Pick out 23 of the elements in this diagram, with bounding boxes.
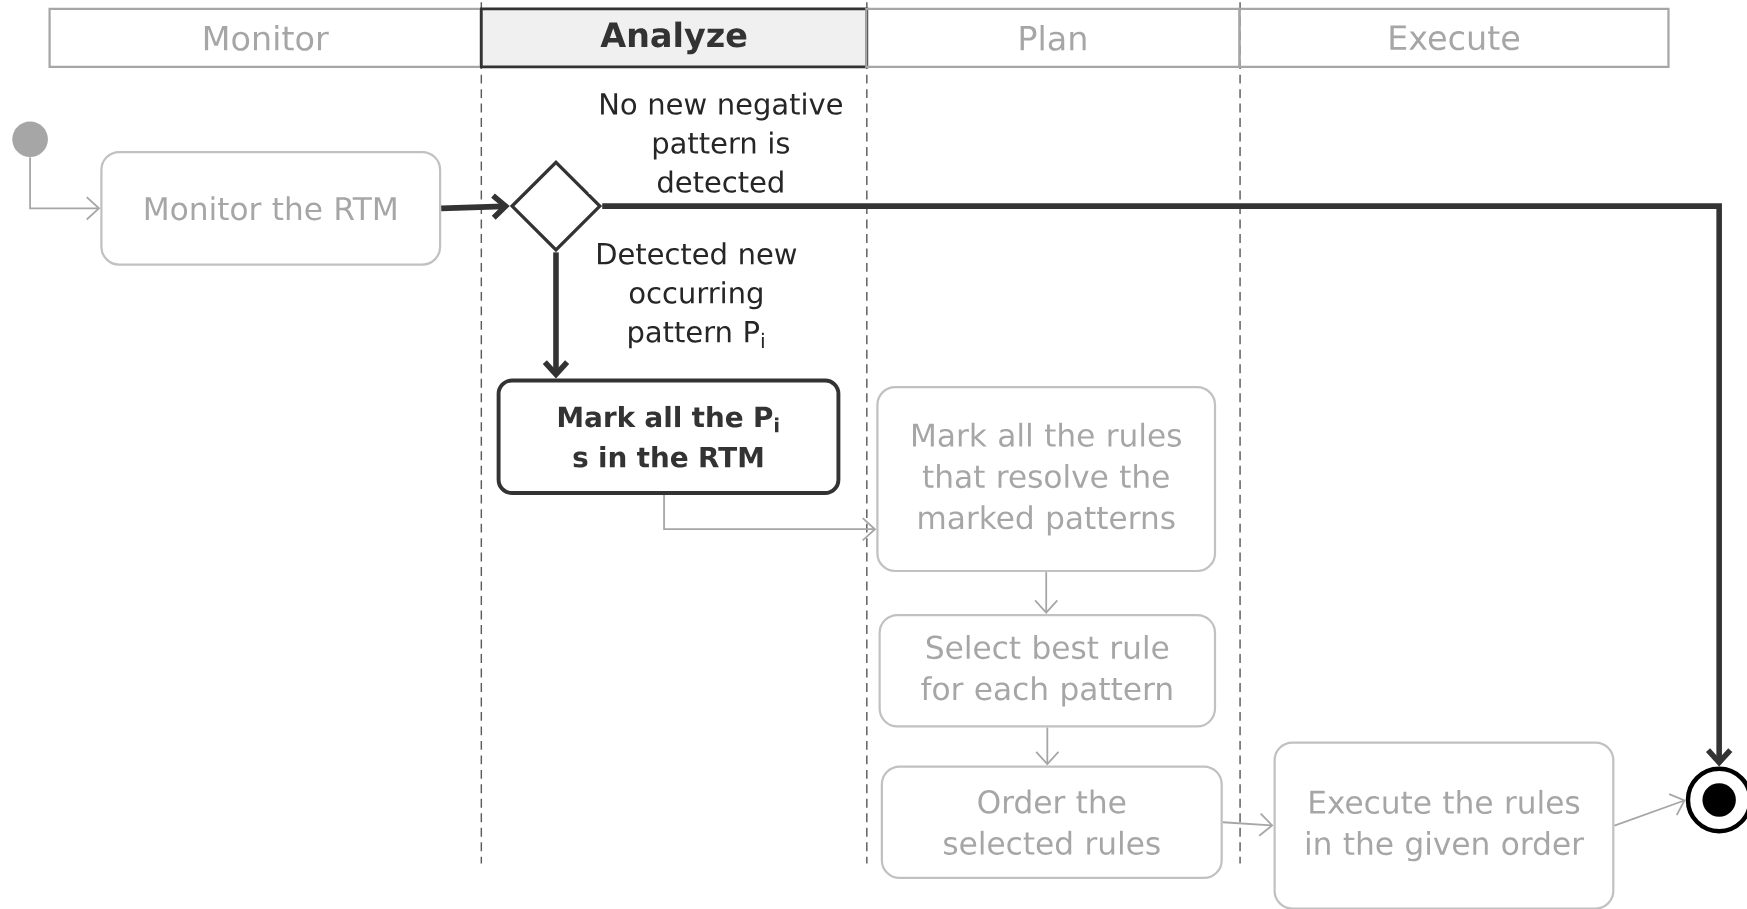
arrow (29, 156, 101, 221)
activity-box: Order the selected rules (880, 765, 1223, 879)
activity-box: Monitor the RTM (100, 150, 442, 266)
arrow (663, 494, 877, 542)
activity-box: Execute the rules in the given order (1273, 741, 1615, 909)
arrow (1034, 571, 1059, 614)
edge-label: No new negative pattern is detected (588, 91, 853, 194)
activity-box: Mark all the rules that resolve the marked patterns (876, 386, 1217, 573)
start-circle (12, 121, 48, 158)
lane-header: Analyze (479, 7, 869, 69)
activity-box: Mark all the P$_{i}$ s in the RTM (496, 378, 841, 495)
arrow (1221, 812, 1274, 837)
lane-header: Monitor (48, 7, 482, 68)
edge-label: Detected new occurring pattern P$_{i}$ (567, 241, 826, 350)
arrow (542, 252, 570, 379)
end-circle (1685, 766, 1747, 834)
activity-box: Select best rule for each pattern (878, 613, 1217, 728)
lane-header: Execute (1238, 7, 1670, 68)
arrow (602, 203, 1733, 767)
arrow (1613, 793, 1686, 827)
arrow (441, 193, 510, 220)
arrow (1035, 726, 1060, 766)
lane-header: Plan (865, 7, 1241, 68)
